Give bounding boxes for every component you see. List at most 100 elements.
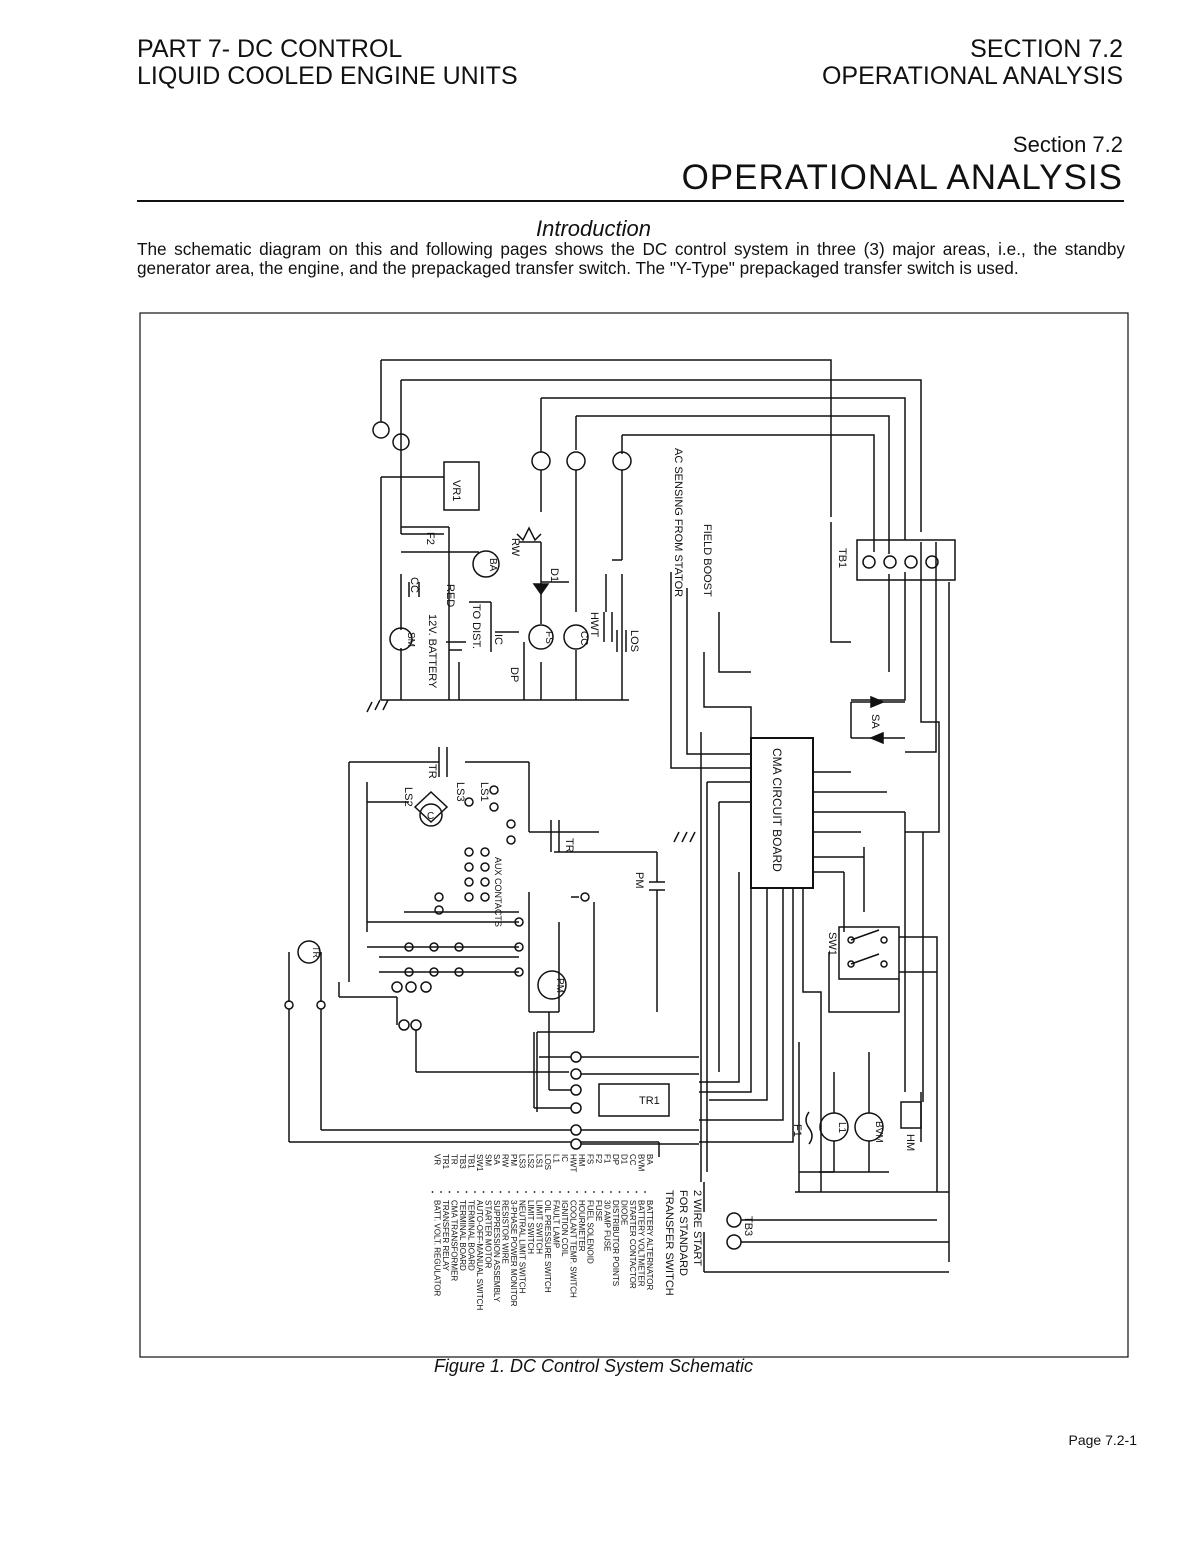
legend-code: RW: [501, 1154, 510, 1168]
legend-leader-dot: [533, 1191, 536, 1193]
legend-desc: BATTERY VOLTMETER: [637, 1200, 646, 1287]
legend-desc: OIL PRESSURE SWITCH: [543, 1200, 552, 1293]
legend-leader-dot: [567, 1191, 570, 1193]
legend-leader-dot: [618, 1191, 621, 1193]
legend-leader-dot: [465, 1191, 468, 1193]
legend-leader-dot: [448, 1191, 451, 1193]
legend-code: VR: [433, 1154, 442, 1165]
legend-desc: DIODE: [620, 1200, 629, 1225]
legend-leader-dot: [542, 1191, 544, 1193]
part-title: PART 7- DC CONTROL: [137, 35, 403, 63]
label-tr: TR: [426, 764, 438, 779]
legend-code: HWT: [569, 1154, 578, 1172]
legend-leader-dot: [576, 1191, 578, 1193]
legend-code: SA: [492, 1154, 501, 1165]
legend-desc: FUEL SOLENOID: [586, 1200, 595, 1264]
legend-item: FS FUEL SOLENOID: [584, 1154, 595, 1264]
legend-leader-dot: [431, 1191, 434, 1193]
legend-desc: AUTO-OFF-MANUAL SWITCH: [475, 1200, 484, 1310]
label-battery: 12V. BATTERY: [426, 614, 438, 689]
legend-code: HM: [577, 1154, 586, 1167]
label-f1: F1: [791, 1124, 803, 1137]
legend-desc: STARTER CONTACTOR: [628, 1200, 637, 1289]
legend-desc: TERMINAL BOARD: [467, 1200, 476, 1271]
legend-code: D1: [620, 1154, 629, 1165]
fuse-56-circle: [566, 451, 586, 471]
legend-desc: COOLANT TEMP. SWITCH: [569, 1200, 578, 1298]
label-l1: L1: [836, 1122, 847, 1134]
label-ac-sensing: AC SENSING FROM STATOR: [672, 448, 684, 597]
legend-code: TR: [450, 1154, 459, 1165]
cma-transformer-tr: [297, 940, 321, 964]
legend-item: LOS OIL PRESSURE SWITCH: [542, 1154, 552, 1293]
legend-leader-dot: [559, 1191, 561, 1193]
label-for-standard: FOR STANDARD: [677, 1190, 689, 1276]
part-subtitle: LIQUID COOLED ENGINE UNITS: [137, 62, 518, 90]
label-ls3: LS3: [454, 782, 466, 802]
title-rule: [137, 200, 1124, 202]
section-label: Section 7.2: [1012, 132, 1123, 157]
section-header: SECTION 7.2 OPERATIONAL ANALYSIS: [822, 36, 1123, 90]
legend-item: HWT COOLANT TEMP. SWITCH: [567, 1154, 578, 1298]
ground-symbols: [366, 699, 696, 843]
label-cc: CC: [408, 577, 420, 593]
legend-leader-dot: [482, 1191, 485, 1193]
legend-code: TB1: [467, 1154, 476, 1169]
legend-code: FS: [586, 1154, 595, 1164]
label-los: LOS: [628, 630, 640, 652]
legend-desc: LIMIT SWITCH: [535, 1200, 544, 1254]
label-pm-upper: PM: [633, 872, 645, 889]
legend-leader-dot: [440, 1191, 442, 1193]
label-sw1: SW1: [826, 932, 838, 956]
label-red: RED: [444, 584, 456, 607]
legend-leader-dot: [516, 1191, 519, 1193]
label-bvm: BVM: [873, 1121, 884, 1143]
terminal-tb3-178: [726, 1234, 742, 1250]
legend-code: LS3: [518, 1154, 527, 1169]
cma-circuit-board: [750, 737, 814, 889]
legend-desc: NEUTRAL LIMIT SWITCH: [518, 1200, 527, 1294]
legend-item: PM3-PHASE POWER MONITOR: [508, 1154, 518, 1307]
legend-code: DP: [611, 1154, 620, 1165]
cma-connections: [670, 572, 905, 1192]
starter-motor: [389, 627, 413, 651]
transfer-relay: [533, 1012, 699, 1150]
transformer-coil-c: [419, 803, 443, 827]
label-hm: HM: [904, 1134, 916, 1151]
section-number: SECTION 7.2: [970, 35, 1123, 63]
label-aux-contacts: AUX CONTACTS: [493, 857, 503, 927]
legend-leader-dot: [457, 1191, 459, 1193]
legend-desc: FUSE: [594, 1200, 603, 1221]
legend-code: LOS: [543, 1154, 552, 1170]
label-cc-contactor: CC: [578, 631, 589, 645]
label-hwt: HWT: [588, 612, 600, 637]
label-ic: IC: [492, 634, 504, 645]
label-two-wire: 2 WIRE START: [691, 1190, 703, 1266]
legend-code: CC: [628, 1154, 637, 1166]
label-to-dist: TO DIST.: [470, 604, 482, 649]
legend-code: IC: [560, 1154, 569, 1162]
label-tr-circle: TR: [311, 946, 321, 958]
top-bus-wires: [380, 359, 940, 833]
legend-item: CC STARTER CONTACTOR: [627, 1154, 637, 1289]
label-field-boost: FIELD BOOST: [701, 524, 713, 597]
fuel-solenoid: [528, 624, 554, 650]
figure-caption: Figure 1. DC Control System Schematic: [433, 1356, 754, 1376]
engine-wiring: [380, 470, 629, 701]
terminal-13b-circle: [392, 433, 410, 451]
legend-code: PM: [509, 1154, 518, 1166]
legend-desc: TERMINAL BOARD: [458, 1200, 467, 1271]
transfer-switch-wiring: [338, 747, 665, 1112]
